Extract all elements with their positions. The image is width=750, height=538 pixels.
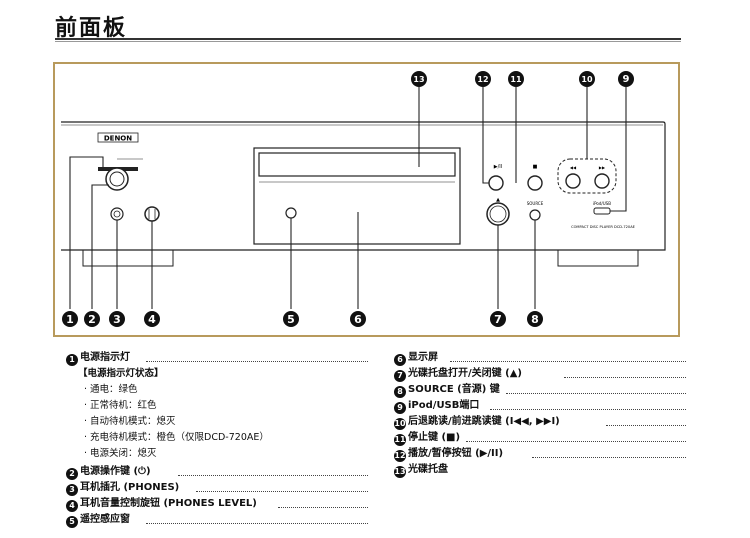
title-rule-thin xyxy=(55,41,681,42)
diagram-frame xyxy=(53,62,680,337)
power-button-inner xyxy=(109,171,125,187)
callout-7 xyxy=(490,311,506,327)
disc-tray xyxy=(253,147,461,245)
leader-lines xyxy=(69,87,627,309)
svg-text:▶/II: ▶/II xyxy=(494,164,502,170)
callout-10 xyxy=(579,71,595,87)
title-rule xyxy=(55,38,681,40)
callout-3 xyxy=(109,311,125,327)
skip-back-button xyxy=(565,173,581,189)
callout-8 xyxy=(527,311,543,327)
list-item: · 通电：绿色 xyxy=(84,384,138,395)
callout-1 xyxy=(62,311,78,327)
callout-2 xyxy=(84,311,100,327)
svg-text:◀◀: ◀◀ xyxy=(570,165,577,170)
usb-port xyxy=(593,207,611,215)
list-item: · 电源关闭：熄灭 xyxy=(84,448,157,459)
svg-text:13: 13 xyxy=(413,75,424,84)
svg-text:4: 4 xyxy=(148,313,156,326)
svg-text:7: 7 xyxy=(494,313,502,326)
svg-text:■: ■ xyxy=(533,164,538,170)
svg-text:▶▶: ▶▶ xyxy=(599,165,606,170)
list-item: · 自动待机模式：熄灭 xyxy=(84,416,176,427)
phones-level-knob xyxy=(144,206,160,222)
page-title: 前面板 xyxy=(55,16,128,41)
svg-text:11: 11 xyxy=(510,75,522,84)
callout-5 xyxy=(283,311,299,327)
callout-11 xyxy=(508,71,524,87)
device-body xyxy=(61,121,666,267)
svg-text:iPod/USB: iPod/USB xyxy=(593,201,611,206)
svg-text:5: 5 xyxy=(287,313,295,326)
callout-4 xyxy=(144,311,160,327)
svg-text:1: 1 xyxy=(66,313,74,326)
source-button xyxy=(529,209,541,221)
svg-text:3: 3 xyxy=(113,313,121,326)
svg-text:SOURCE: SOURCE xyxy=(527,201,544,206)
list-item: · 充电待机模式：橙色（仅限DCD-720AE） xyxy=(84,432,269,443)
list-item: 【电源指示灯状态】 xyxy=(78,368,164,379)
svg-text:10: 10 xyxy=(581,75,593,84)
svg-text:2: 2 xyxy=(88,313,96,326)
skip-forward-button xyxy=(594,173,610,189)
svg-text:9: 9 xyxy=(623,74,630,85)
callout-12 xyxy=(475,71,491,87)
front-panel-diagram: DENON ▲ SOURCE ▶/II ■ ◀◀ ▶▶ iPod/USB COM… xyxy=(53,62,680,337)
remote-sensor xyxy=(285,207,297,219)
brand-badge xyxy=(97,132,139,143)
svg-text:6: 6 xyxy=(354,313,362,326)
svg-text:▲: ▲ xyxy=(496,197,500,203)
brand-logo: DENON xyxy=(104,135,132,143)
model-label: COMPACT DISC PLAYER DCD-720AE xyxy=(571,225,636,229)
svg-text:12: 12 xyxy=(477,75,488,84)
list-item: · 正常待机：红色 xyxy=(84,400,157,411)
svg-text:8: 8 xyxy=(531,313,539,326)
play-pause-button xyxy=(488,175,504,191)
callout-13 xyxy=(411,71,427,87)
stop-button xyxy=(527,175,543,191)
callout-9 xyxy=(618,71,634,87)
callout-6 xyxy=(350,311,366,327)
